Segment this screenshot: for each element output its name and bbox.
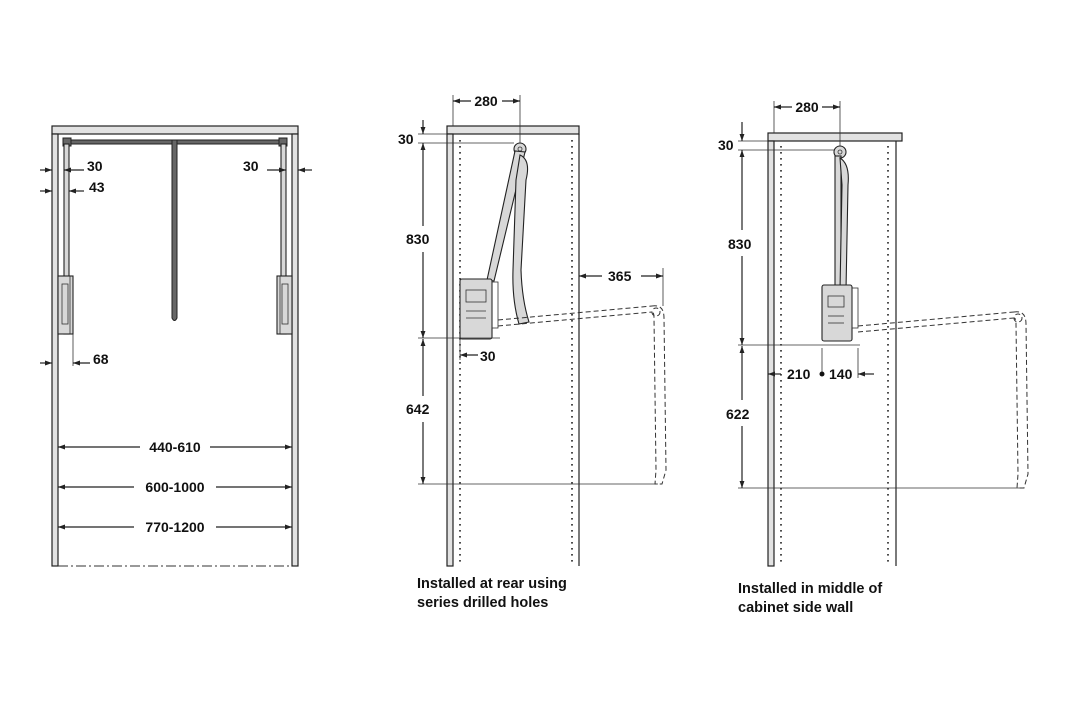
- front-view: 30 43 30 68 440-610 600-1000: [40, 125, 312, 567]
- dim-140-label: 140: [829, 366, 853, 382]
- dim-440-610-label: 440-610: [149, 439, 201, 455]
- dim-365-label: 365: [608, 268, 632, 284]
- extended-rod-outline: [857, 311, 1029, 489]
- dimension-830: 830: [728, 150, 752, 345]
- centre-point-marker: [819, 371, 825, 377]
- dimension-68: 68: [40, 334, 109, 367]
- dim-600-1000-label: 600-1000: [145, 479, 204, 495]
- dim-30-right-label: 30: [243, 158, 259, 174]
- cabinet-top-panel: [767, 132, 903, 142]
- dim-280-label: 280: [795, 99, 819, 115]
- lift-mechanism: [821, 284, 859, 342]
- lift-mechanism-left: [57, 275, 74, 335]
- dim-622-label: 622: [726, 406, 750, 422]
- dim-30-left-label: 30: [87, 158, 103, 174]
- dimension-30-bottom: 30: [459, 339, 496, 364]
- dimension-440-610: 440-610: [58, 439, 292, 455]
- dimension-622: 622: [726, 346, 1020, 489]
- dimension-280: 280: [773, 99, 841, 146]
- dimension-600-1000: 600-1000: [58, 479, 292, 495]
- dimension-210-140: 210 140: [768, 348, 874, 382]
- middle-caption-line-1: Installed in middle of: [738, 581, 883, 597]
- rear-caption-line-1: Installed at rear using: [417, 576, 567, 592]
- rear-install-caption: Installed at rear using series drilled h…: [417, 575, 567, 613]
- dim-210-label: 210: [787, 366, 811, 382]
- dimension-770-1200: 770-1200: [58, 519, 292, 535]
- dim-68-label: 68: [93, 351, 109, 367]
- dimension-30-top: 30: [398, 120, 514, 147]
- cabinet-top-panel: [51, 125, 299, 135]
- dimension-30-left: 30: [40, 158, 103, 174]
- dim-30-top-label: 30: [718, 137, 734, 153]
- dimension-365: 365: [579, 268, 664, 306]
- rear-install-view: 280 30 830 365 30 642: [398, 93, 667, 567]
- dimension-830: 830: [406, 143, 430, 338]
- dimension-43: 43: [40, 179, 105, 195]
- dimension-642: 642: [406, 339, 658, 485]
- middle-install-caption: Installed in middle of cabinet side wall: [738, 580, 882, 618]
- lift-hanging-hook: [171, 139, 178, 321]
- dim-30-top-label: 30: [398, 131, 414, 147]
- cabinet-side-wall: [767, 140, 775, 567]
- dim-642-label: 642: [406, 401, 430, 417]
- dim-770-1200-label: 770-1200: [145, 519, 204, 535]
- cabinet-rear-wall: [446, 133, 454, 567]
- lift-handle: [512, 154, 530, 325]
- lift-mechanism: [459, 278, 499, 340]
- rear-caption-line-2: series drilled holes: [417, 595, 549, 611]
- dimension-30-top: 30: [718, 122, 834, 153]
- dim-280-label: 280: [474, 93, 498, 109]
- middle-install-view: 280 30 830 210 140 622: [718, 99, 1029, 567]
- dimension-30-right: 30: [243, 158, 312, 174]
- dim-830-label: 830: [406, 231, 430, 247]
- cabinet-left-wall: [51, 133, 59, 567]
- cabinet-right-wall: [291, 133, 299, 567]
- middle-caption-line-2: cabinet side wall: [738, 600, 854, 616]
- extended-rod-outline: [497, 305, 667, 485]
- dim-43-label: 43: [89, 179, 105, 195]
- lift-mechanism-right: [276, 275, 293, 335]
- dim-830-label: 830: [728, 236, 752, 252]
- dimension-280: 280: [452, 93, 521, 143]
- cabinet-top-panel: [446, 125, 580, 135]
- dim-30-bottom-label: 30: [480, 348, 496, 364]
